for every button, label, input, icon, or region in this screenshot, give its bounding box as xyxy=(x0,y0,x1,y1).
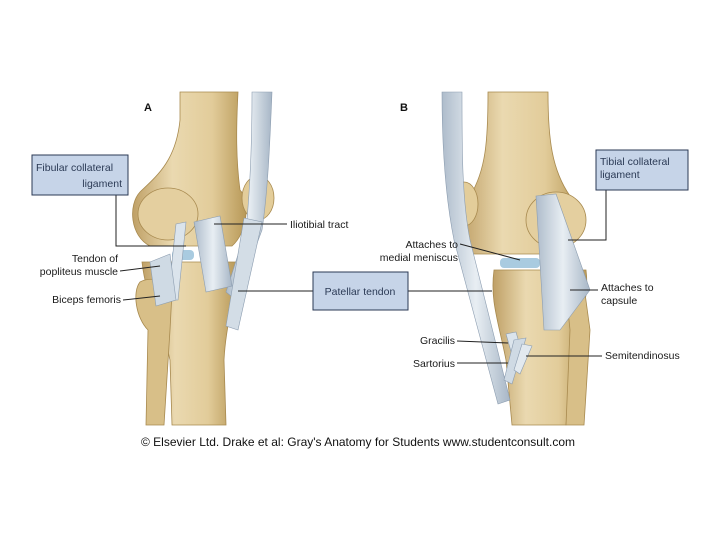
iliotibial-tract-label: Iliotibial tract xyxy=(290,219,348,231)
tibial-collateral-ligament-b xyxy=(535,193,591,331)
fibular-collateral-ligament-a xyxy=(193,215,233,293)
femoral-condyle-a xyxy=(137,187,199,241)
leader-lines xyxy=(115,189,607,364)
copyright-credit: © Elsevier Ltd. Drake et al: Gray's Anat… xyxy=(141,435,575,449)
tibial-collateral-label-line2: ligament xyxy=(600,169,640,181)
tendon-popliteus-label-line2: popliteus muscle xyxy=(40,266,118,278)
fibular-collateral-label-line2: ligament xyxy=(82,178,122,190)
tibial-collateral-label-line1: Tibial collateral xyxy=(600,156,670,168)
attaches-meniscus-label-line1: Attaches to xyxy=(405,239,458,251)
fibular-collateral-label-line1: Fibular collateral xyxy=(36,162,113,174)
semitendinosus-tendon-b xyxy=(513,343,533,375)
tendon-popliteus-label-line1: Tendon of xyxy=(72,253,118,265)
panel-label-b: B xyxy=(400,102,408,114)
patellar-tendon-box: Patellar tendon xyxy=(312,271,409,311)
attaches-capsule-label-line2: capsule xyxy=(601,295,637,307)
panel-label-a: A xyxy=(144,102,152,114)
attaches-capsule-label-line1: Attaches to xyxy=(601,282,654,294)
biceps-femoris-label: Biceps femoris xyxy=(52,294,121,306)
sartorius-label: Sartorius xyxy=(413,358,455,370)
panel-b-illustration xyxy=(441,91,591,426)
semitendinosus-label: Semitendinosus xyxy=(605,350,680,362)
patellar-band-a xyxy=(225,217,263,331)
patellar-band-b xyxy=(441,91,511,405)
meniscus-b xyxy=(500,258,540,268)
patellar-tendon-label: Patellar tendon xyxy=(325,286,396,298)
panel-a-illustration xyxy=(132,91,275,426)
fibular-collateral-box: Fibular collateral ligament xyxy=(31,154,129,196)
tibial-collateral-box: Tibial collateral ligament xyxy=(595,149,689,191)
attaches-meniscus-label-line2: medial meniscus xyxy=(380,252,458,264)
gracilis-label: Gracilis xyxy=(420,335,455,347)
biceps-tendon-a xyxy=(149,253,177,307)
